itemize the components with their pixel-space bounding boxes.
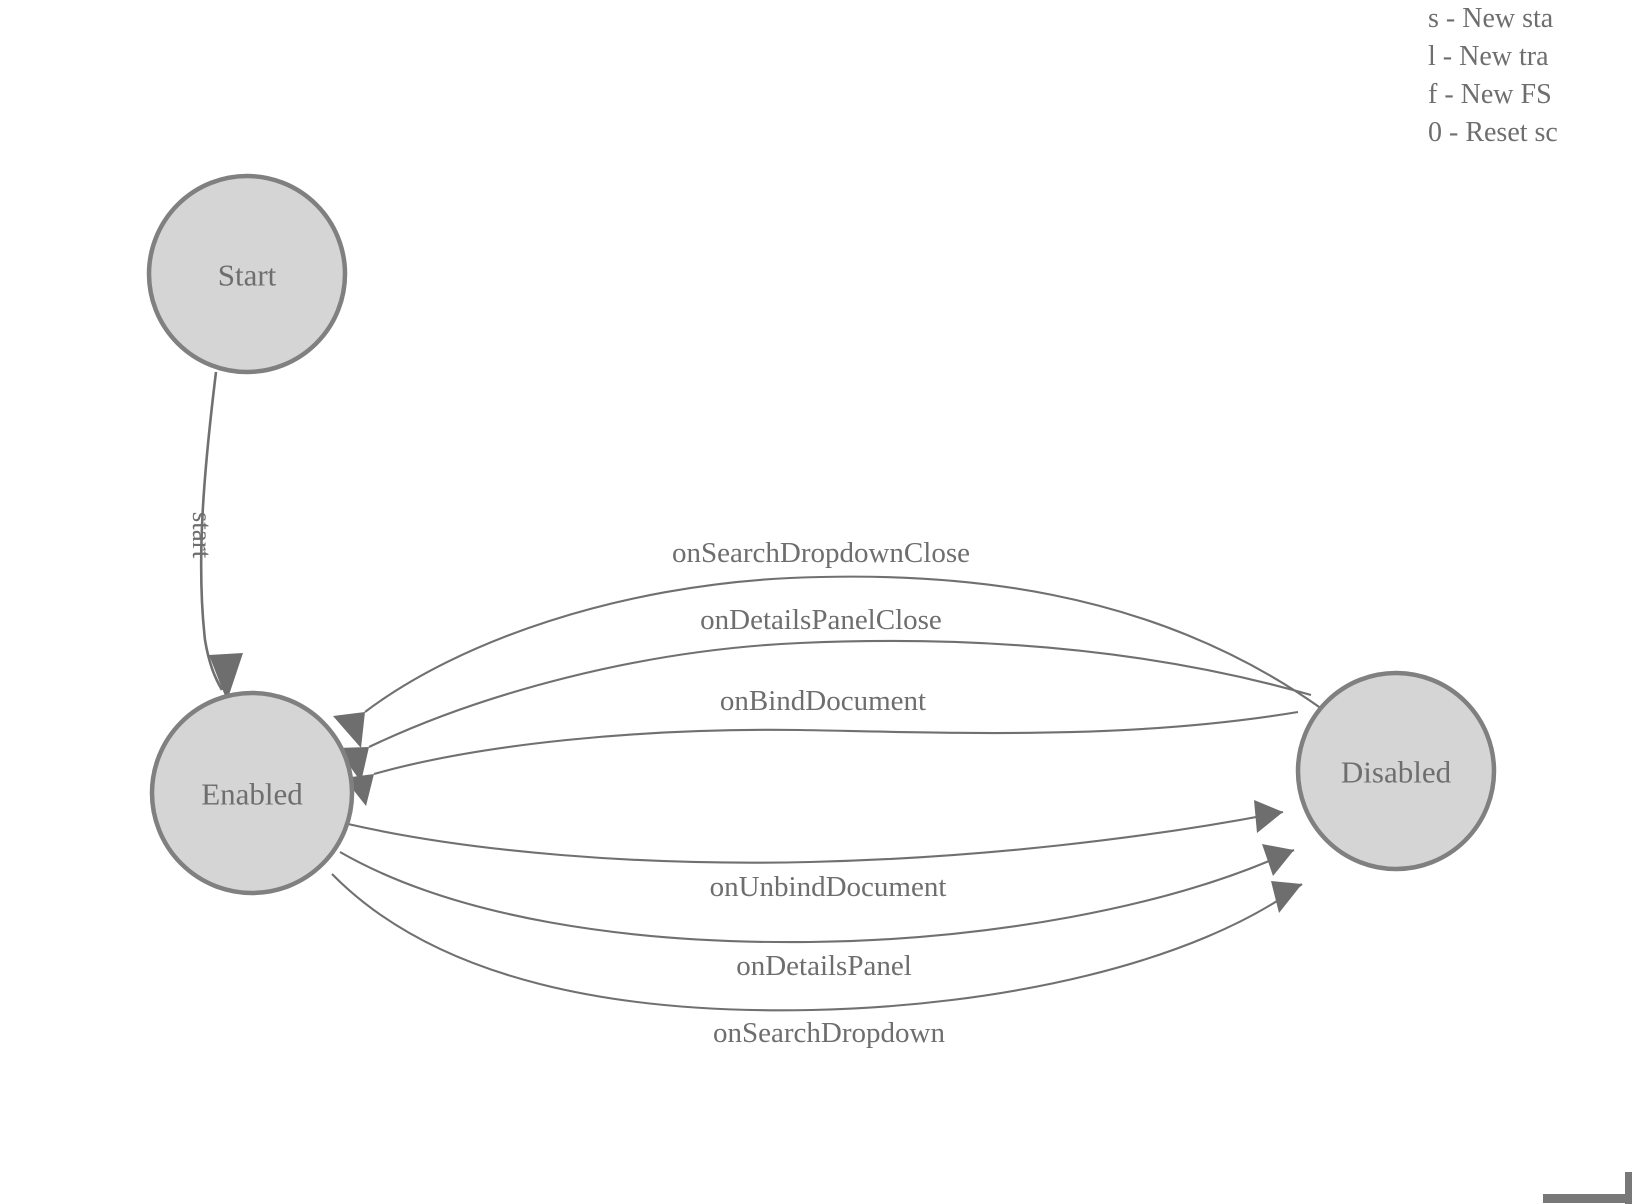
edge-label-onDetailsPanelClose: onDetailsPanelClose: [700, 604, 942, 636]
arrow-head-onSearchDropdown: [1271, 881, 1302, 913]
state-circle-disabled[interactable]: [1295, 670, 1497, 872]
edge-group-disabled-to-enabled: [333, 575, 1323, 806]
edge-group-start-to-enabled: [199, 371, 243, 701]
scrollbar-vertical-thumb[interactable]: [1625, 1172, 1632, 1204]
edge-label-start: start: [187, 512, 217, 559]
edge-path-start[interactable]: [199, 371, 224, 691]
edge-path-onSearchDropdown[interactable]: [331, 873, 1303, 1012]
state-node-disabled[interactable]: Disabled: [1295, 670, 1497, 872]
arrow-head-onUnbindDocument: [1254, 800, 1283, 833]
state-label-start: Start: [218, 258, 277, 293]
edge-label-onBindDocument: onBindDocument: [720, 685, 926, 717]
edge-label-onUnbindDocument: onUnbindDocument: [710, 871, 947, 903]
edge-label-onSearchDropdownClose: onSearchDropdownClose: [672, 537, 970, 569]
edge-label-onDetailsPanel: onDetailsPanel: [736, 950, 912, 982]
arrow-head-onSearchDropdownClose: [333, 712, 365, 748]
edge-path-onDetailsPanelClose[interactable]: [368, 639, 1312, 748]
state-circle-enabled[interactable]: [149, 690, 355, 896]
arrow-head-onDetailsPanel: [1262, 844, 1294, 876]
edge-path-onSearchDropdownClose[interactable]: [364, 575, 1323, 713]
edge-path-onDetailsPanel[interactable]: [339, 849, 1295, 944]
edge-path-onBindDocument[interactable]: [373, 710, 1299, 776]
state-label-enabled: Enabled: [201, 777, 303, 812]
edge-group-enabled-to-disabled: [331, 800, 1303, 1012]
edge-label-onSearchDropdown: onSearchDropdown: [713, 1017, 945, 1049]
arrow-head-start: [209, 653, 243, 701]
state-node-enabled[interactable]: Enabled: [149, 690, 355, 896]
state-label-disabled: Disabled: [1341, 755, 1452, 790]
state-node-start[interactable]: Start: [146, 173, 348, 375]
edge-path-onUnbindDocument[interactable]: [347, 810, 1284, 864]
state-circle-start[interactable]: [146, 173, 348, 375]
scrollbar-horizontal-thumb[interactable]: [1543, 1194, 1625, 1203]
